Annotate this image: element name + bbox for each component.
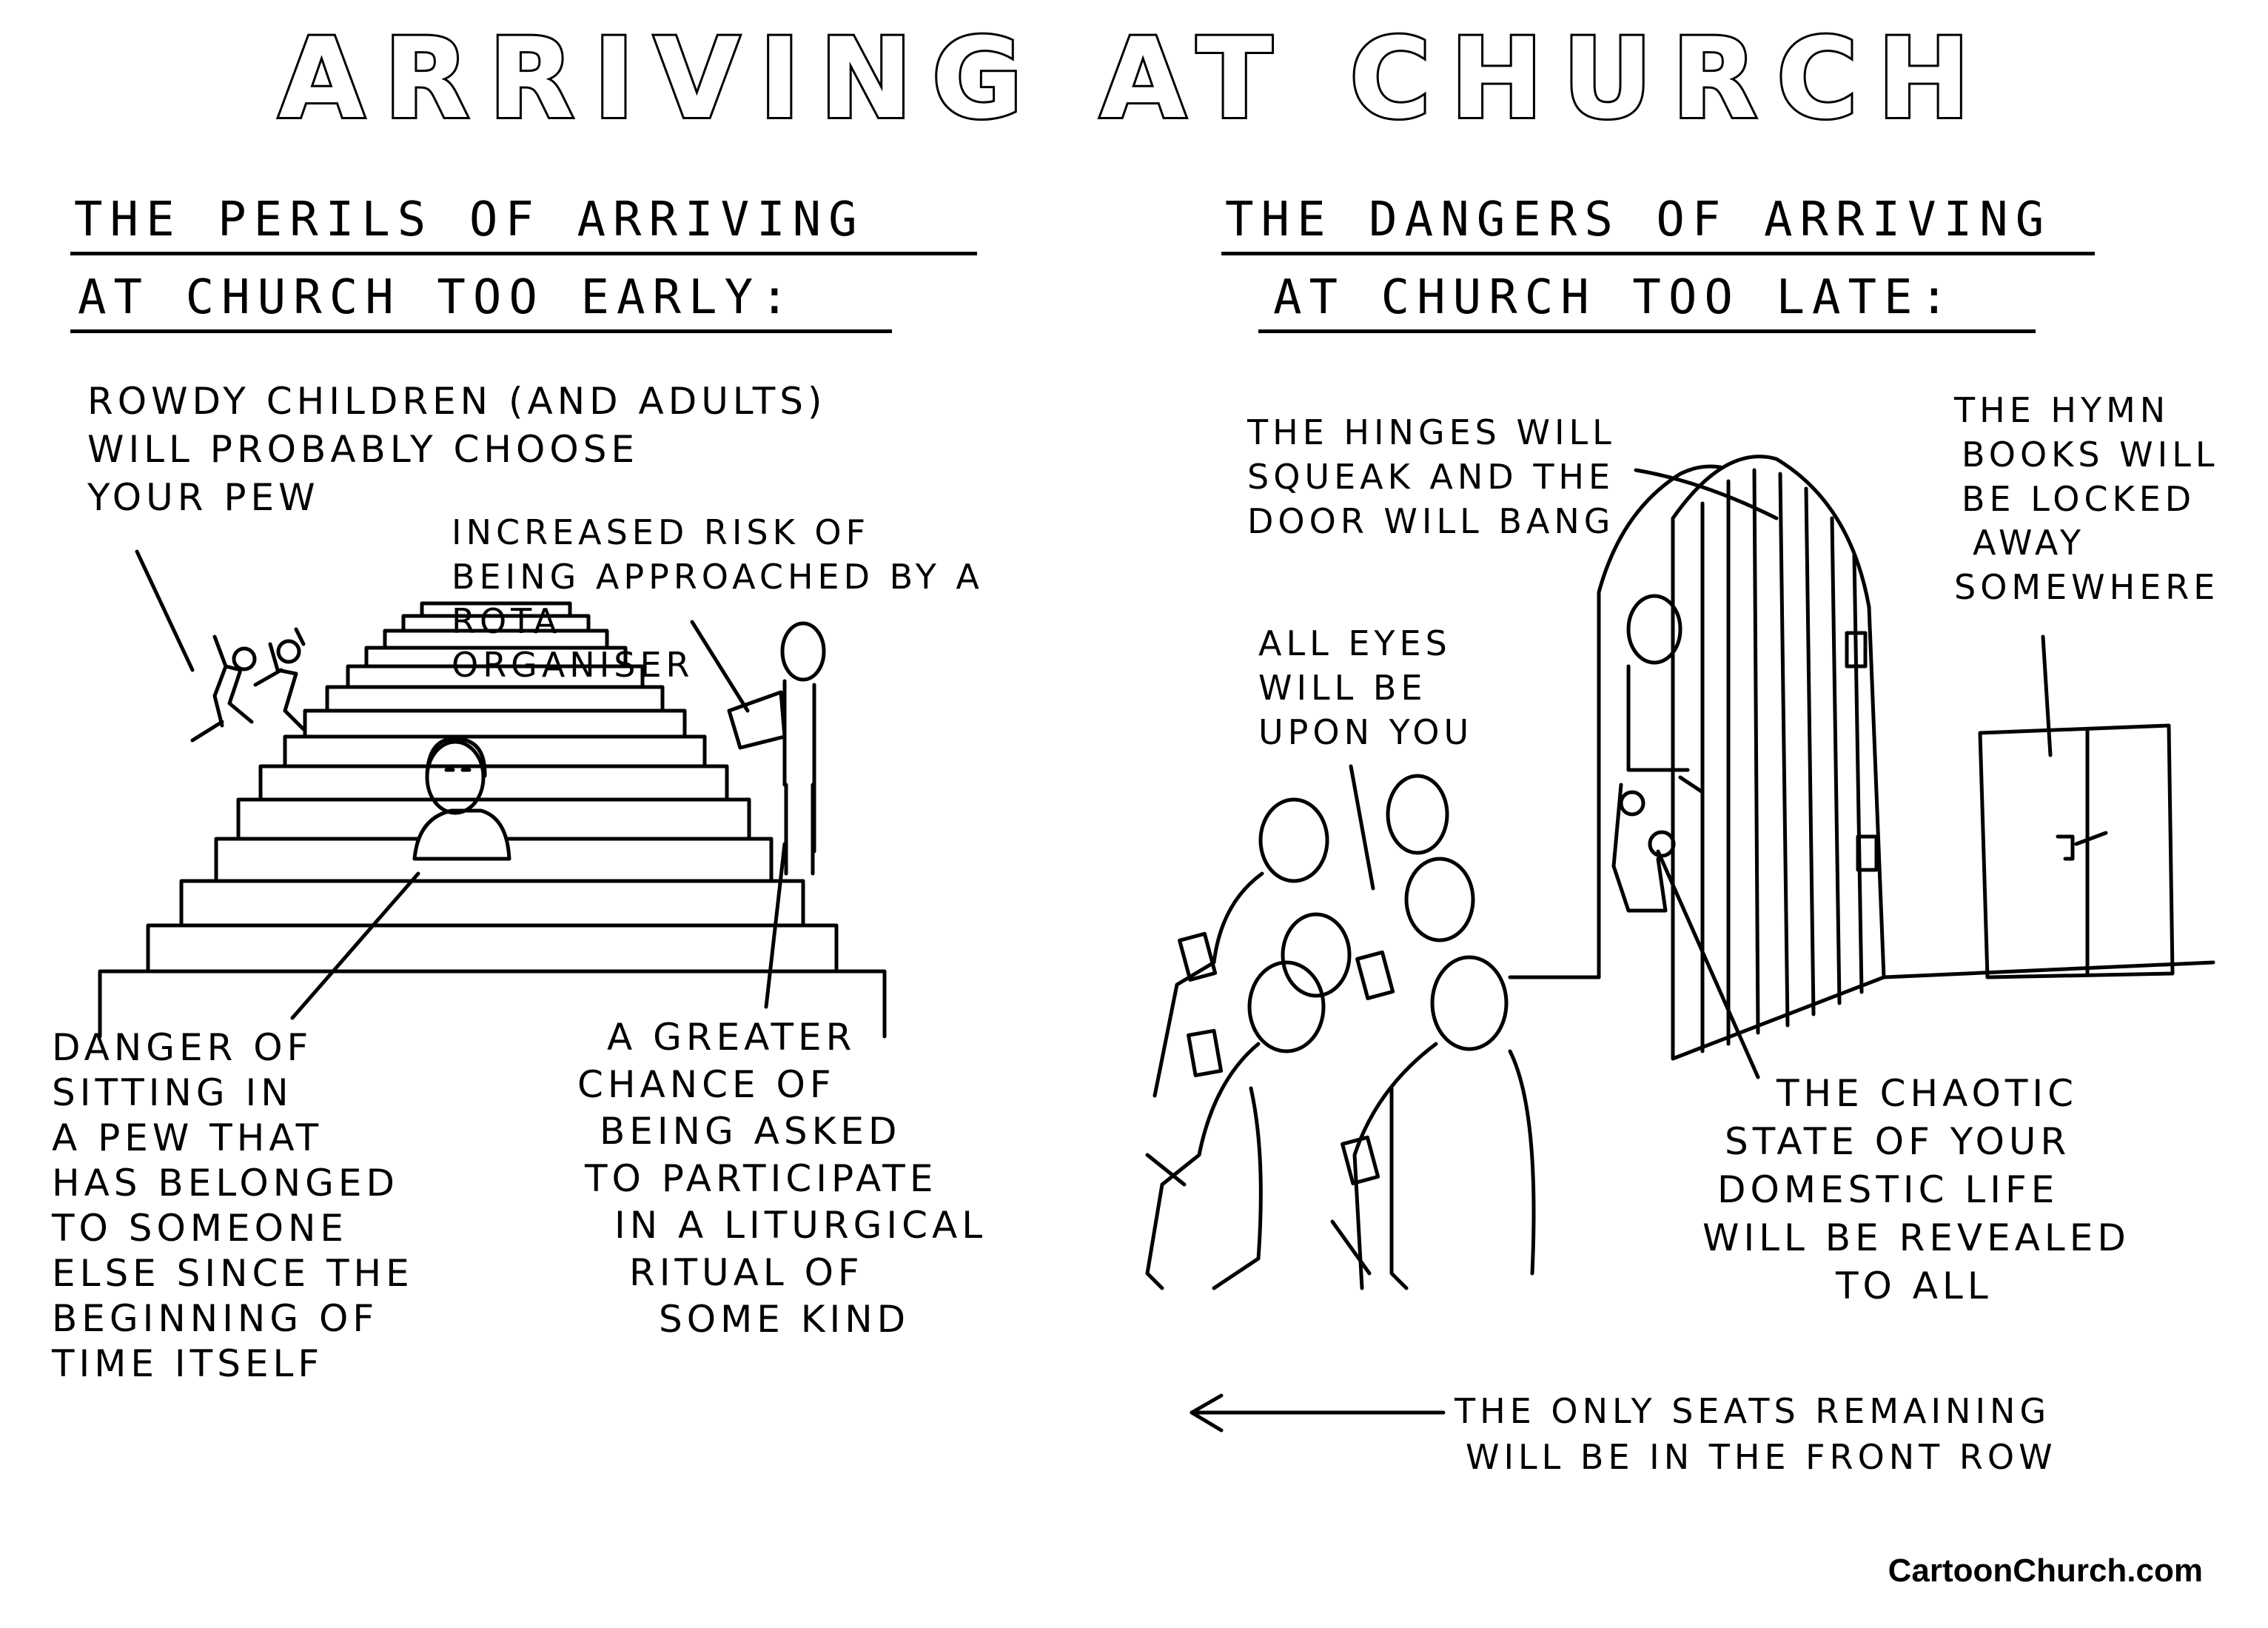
all-eyes-caption: ALL EYES WILL BE UPON YOU [1258, 622, 1473, 754]
pews-drawing [98, 601, 887, 1039]
liturgical-caption: A GREATER CHANCE OF BEING ASKED TO PARTI… [577, 1014, 987, 1344]
hymn-caption-line: THE HYMN [1954, 390, 2170, 430]
pew-caption-line: TIME ITSELF [52, 1342, 324, 1385]
right-heading-line1: THE DANGERS OF ARRIVING [1225, 192, 2052, 247]
seats-caption-line: WILL BE IN THE FRONT ROW [1466, 1437, 2057, 1478]
left-heading-underline2 [70, 329, 892, 333]
rowdy-children-caption: ROWDY CHILDREN (AND ADULTS) WILL PROBABL… [87, 378, 827, 522]
chaotic-caption-line: DOMESTIC LIFE [1717, 1168, 2059, 1211]
liturgical-caption-line: TO PARTICIPATE [585, 1156, 938, 1200]
hymn-books-caption: THE HYMN BOOKS WILL BE LOCKED AWAY SOMEW… [1954, 389, 2219, 610]
late-family-drawing [1611, 594, 1705, 913]
chaotic-pointer [1656, 849, 1760, 1079]
chaotic-caption-line: STATE OF YOUR [1725, 1120, 2071, 1163]
front-row-arrow [1190, 1393, 1446, 1433]
rota-caption-line: BEING APPROACHED BY A [452, 556, 984, 597]
right-heading-underline2 [1258, 329, 2036, 333]
eyes-caption-line: ALL EYES [1258, 623, 1452, 663]
front-row-caption: THE ONLY SEATS REMAINING WILL BE IN THE … [1455, 1388, 2057, 1480]
hymn-pointer [2041, 634, 2053, 757]
hinges-caption: THE HINGES WILL SQUEAK AND THE DOOR WILL… [1247, 411, 1616, 543]
eyes-caption-line: WILL BE [1258, 667, 1427, 708]
chaotic-life-caption: THE CHAOTIC STATE OF YOUR DOMESTIC LIFE … [1702, 1070, 2130, 1310]
rota-pointer [690, 620, 750, 713]
hymn-caption-line: BOOKS WILL [1962, 434, 2219, 475]
pew-caption-line: A PEW THAT [52, 1116, 323, 1159]
pew-caption-line: TO SOMEONE [52, 1207, 348, 1250]
liturgical-caption-line: CHANCE OF [577, 1062, 836, 1106]
rowdy-pointer [135, 549, 195, 672]
pew-caption-line: DANGER OF [52, 1026, 313, 1069]
hinges-caption-line: SQUEAK AND THE [1247, 456, 1615, 497]
rowdy-caption-line: YOUR PEW [87, 476, 320, 519]
hinges-caption-line: THE HINGES WILL [1247, 412, 1616, 452]
rowdy-children-drawing [190, 627, 306, 743]
rowdy-caption-line: WILL PROBABLY CHOOSE [87, 428, 640, 471]
rota-organiser-caption: INCREASED RISK OF BEING APPROACHED BY A … [452, 511, 984, 688]
rota-caption-line: INCREASED RISK OF [452, 512, 870, 552]
rota-organiser-drawing [727, 621, 826, 876]
rota-caption-line: ORGANISER [452, 645, 694, 686]
right-heading-line2: AT CHURCH TOO LATE: [1273, 270, 1956, 325]
hymn-caption-line: AWAY [1973, 523, 2085, 563]
rota-caption-line: ROTA [452, 600, 562, 641]
pew-caption-line: ELSE SINCE THE [52, 1252, 414, 1295]
pew-caption-line: SITTING IN [52, 1071, 293, 1114]
right-heading-underline1 [1221, 252, 2095, 255]
cartoon-title: ARRIVING AT CHURCH [276, 13, 1990, 146]
congregation-drawing [1145, 774, 1536, 1290]
seats-caption-line: THE ONLY SEATS REMAINING [1455, 1391, 2051, 1431]
hymn-book-cupboard-drawing [1978, 723, 2175, 979]
hinges-caption-line: DOOR WILL BANG [1247, 500, 1615, 541]
site-credit: CartoonChurch.com [1888, 1552, 2203, 1589]
hymn-caption-line: SOMEWHERE [1954, 567, 2220, 608]
left-heading-underline1 [70, 252, 977, 255]
seated-woman-drawing [412, 737, 511, 861]
pew-caption-line: BEGINNING OF [52, 1297, 379, 1340]
liturgical-pointer [764, 842, 787, 1009]
left-heading-line1: THE PERILS OF ARRIVING [74, 192, 865, 247]
church-door-drawing [1508, 455, 2215, 1061]
chaotic-caption-line: THE CHAOTIC [1777, 1072, 2079, 1115]
hinges-pointer [1634, 468, 1779, 520]
pew-pointer [290, 871, 420, 1020]
liturgical-caption-line: BEING ASKED [600, 1110, 902, 1153]
liturgical-caption-line: A GREATER [607, 1016, 856, 1059]
pew-caption: DANGER OF SITTING IN A PEW THAT HAS BELO… [52, 1025, 414, 1387]
eyes-pointer [1349, 764, 1375, 891]
left-heading-line2: AT CHURCH TOO EARLY: [78, 270, 796, 325]
liturgical-caption-line: SOME KIND [659, 1298, 910, 1341]
chaotic-caption-line: WILL BE REVEALED [1702, 1216, 2130, 1259]
liturgical-caption-line: RITUAL OF [629, 1250, 864, 1294]
liturgical-caption-line: IN A LITURGICAL [614, 1204, 987, 1247]
rowdy-caption-line: ROWDY CHILDREN (AND ADULTS) [87, 380, 827, 423]
pew-caption-line: HAS BELONGED [52, 1162, 399, 1205]
chaotic-caption-line: TO ALL [1836, 1264, 1993, 1307]
eyes-caption-line: UPON YOU [1258, 711, 1474, 752]
hymn-caption-line: BE LOCKED [1962, 478, 2196, 519]
